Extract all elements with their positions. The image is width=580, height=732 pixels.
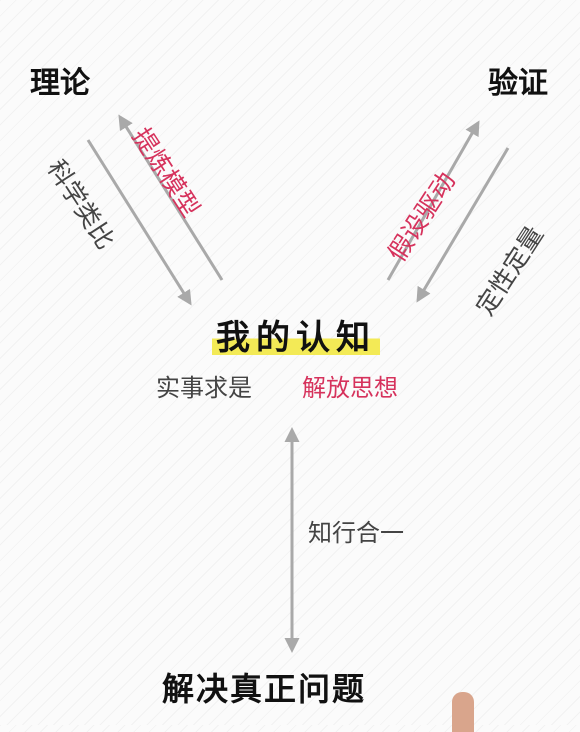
cognition-subtitle-right: 解放思想 — [302, 374, 398, 402]
node-problem: 解决真正问题 — [162, 670, 367, 708]
arrow-cognition-to-theory — [118, 114, 224, 281]
node-verification: 验证 — [488, 66, 548, 101]
cognition-subtitle-left: 实事求是 — [156, 374, 252, 402]
hand-image — [452, 692, 474, 732]
arrow-cognition-to-verification — [386, 120, 480, 281]
arrow-theory-to-cognition — [86, 139, 192, 306]
edge-label-unity-knowledge-action: 知行合一 — [308, 519, 404, 547]
arrow-verification-to-cognition — [416, 147, 510, 303]
node-cognition: 我的认知 — [212, 310, 380, 359]
node-theory: 理论 — [30, 66, 90, 101]
